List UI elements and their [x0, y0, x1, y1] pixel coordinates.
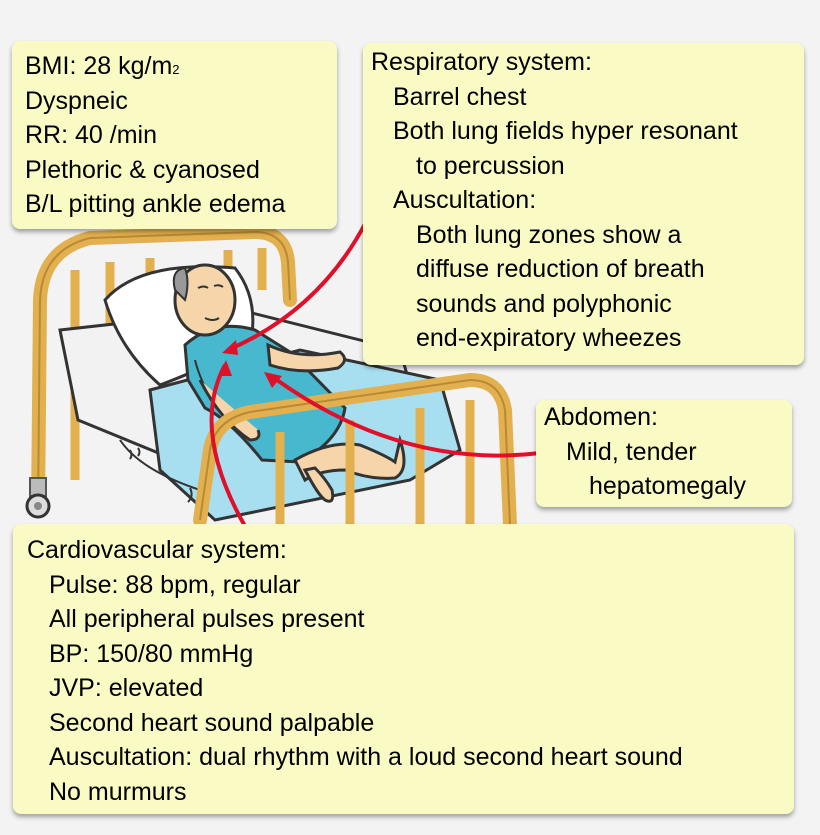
bmi-text: BMI: 28 kg/m [25, 52, 173, 80]
respiratory-title: Respiratory system: [371, 48, 592, 76]
cardiovascular-title: Cardiovascular system: [27, 536, 287, 564]
general-line: B/L pitting ankle edema [25, 190, 286, 218]
bed-wheel [25, 477, 51, 519]
respiratory-line: Both lung zones show a [416, 220, 682, 249]
arrow-abdomen [268, 373, 541, 458]
respiratory-line: diffuse reduction of breath [416, 255, 705, 283]
abdomen-title: Abdomen: [544, 403, 658, 431]
cardiovascular-line: No murmurs [49, 777, 187, 806]
bmi-superscript: 2 [172, 62, 180, 77]
callout-arrows [209, 221, 541, 529]
cardiovascular-line: Pulse: 88 bpm, regular [49, 570, 301, 599]
general-findings-box: BMI: 28 kg/m2 Dyspneic RR: 40 /min Pleth… [12, 41, 337, 229]
cardiovascular-line: BP: 150/80 mmHg [49, 639, 254, 668]
patient-head [172, 263, 237, 337]
general-line: Plethoric & cyanosed [25, 155, 260, 184]
respiratory-line: Both lung fields hyper resonant [393, 117, 738, 145]
general-line: Dyspneic [25, 86, 128, 115]
cardiovascular-line: JVP: elevated [49, 674, 204, 702]
abdomen-box: Abdomen: Mild, tender hepatomegaly [536, 400, 792, 507]
abdomen-line: hepatomegaly [589, 472, 747, 500]
cardiovascular-line: Second heart sound palpable [49, 708, 375, 737]
arrow-heads [218, 340, 282, 388]
arrow-respiratory [227, 221, 368, 352]
bmi-line: BMI: 28 kg/m2 [25, 49, 337, 84]
respiratory-line: sounds and polyphonic [416, 289, 672, 318]
cardiovascular-line: Auscultation: dual rhythm with a loud se… [49, 743, 683, 771]
respiratory-line: end-expiratory wheezes [416, 324, 682, 352]
respiratory-line: to percussion [416, 151, 565, 180]
respiratory-box: Respiratory system: Barrel chest Both lu… [363, 43, 804, 365]
cardiovascular-line: All peripheral pulses present [49, 605, 365, 633]
respiratory-line: Barrel chest [393, 82, 527, 111]
abdomen-line: Mild, tender [566, 437, 697, 466]
respiratory-auscultation-title: Auscultation: [393, 186, 537, 214]
general-line: RR: 40 /min [25, 121, 157, 149]
arrow-cardiovascular [209, 364, 248, 529]
cardiovascular-box: Cardiovascular system: Pulse: 88 bpm, re… [13, 524, 794, 814]
